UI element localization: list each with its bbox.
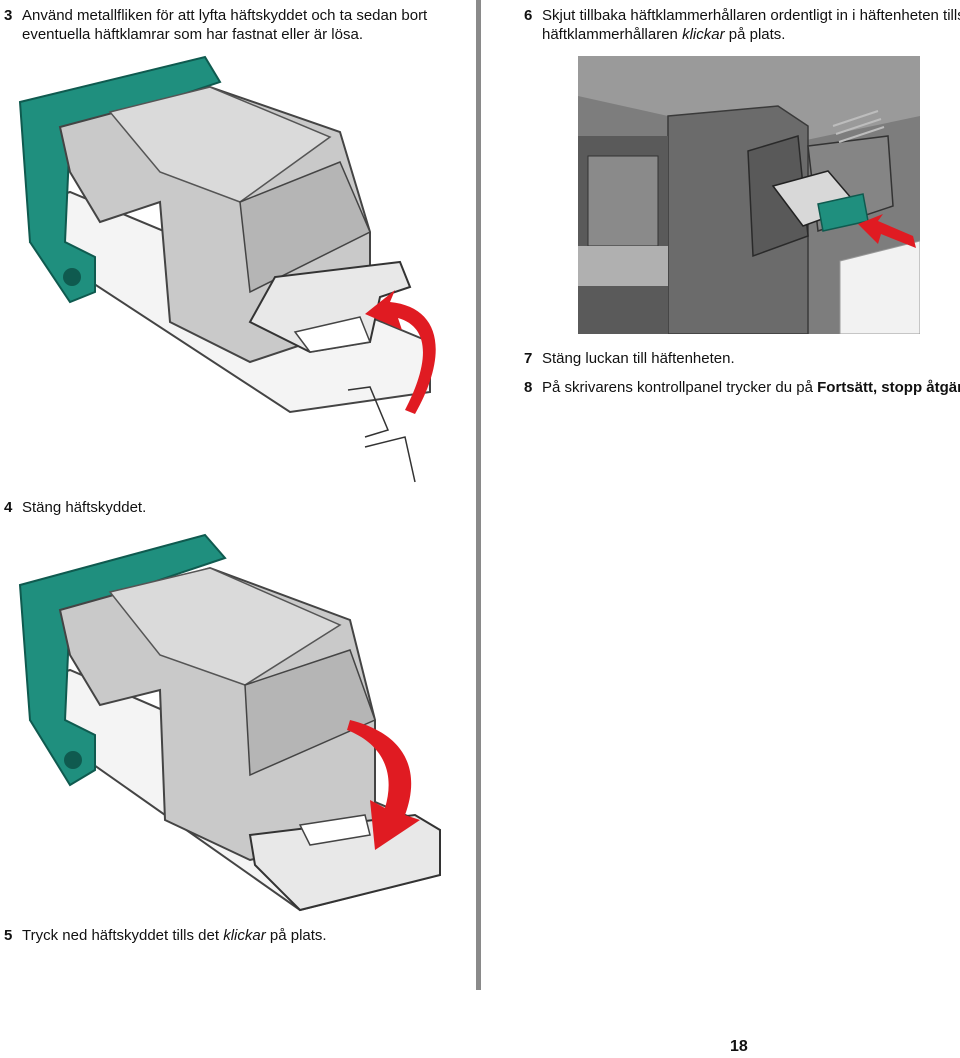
staple-cartridge-closing-illustration xyxy=(18,533,441,912)
step-number: 8 xyxy=(524,379,533,396)
step-text-pre: häftklammerhållaren xyxy=(542,26,683,43)
step-text: På skrivarens kontrollpanel trycker du p… xyxy=(542,378,960,397)
step-text-emphasis: klickar xyxy=(682,26,725,43)
staple-cartridge-open-illustration xyxy=(18,55,436,483)
step-text: Stäng luckan till häftenheten. xyxy=(542,350,735,367)
step-text-post: på plats. xyxy=(265,927,327,944)
column-divider xyxy=(476,0,481,990)
step-number: 6 xyxy=(524,7,533,24)
step-text-line2: eventuella häftklamrar som har fastnat e… xyxy=(22,26,363,43)
step-text-bold: Fortsätt, stopp åtgärdat xyxy=(817,379,960,396)
step-number: 4 xyxy=(4,499,13,516)
step-number: 5 xyxy=(4,927,13,944)
step-text: Tryck ned häftskyddet tills det klickar … xyxy=(22,926,327,945)
step-text-post: på plats. xyxy=(724,26,786,43)
step-text-emphasis: klickar xyxy=(223,927,266,944)
step-text-line1: Använd metallfliken för att lyfta häftsk… xyxy=(22,7,428,24)
page-number: 18 xyxy=(730,1038,748,1055)
finisher-insert-cartridge-illustration xyxy=(578,56,920,334)
step-text-pre: På skrivarens kontrollpanel trycker du p… xyxy=(542,379,818,396)
step-text-line2: häftklammerhållaren klickar på plats. xyxy=(542,25,785,44)
step-text-line1: Skjut tillbaka häftklammerhållaren orden… xyxy=(542,7,960,24)
step-number: 7 xyxy=(524,350,533,367)
step-text-pre: Tryck ned häftskyddet tills det xyxy=(22,927,224,944)
step-number: 3 xyxy=(4,7,13,24)
step-text: Stäng häftskyddet. xyxy=(22,499,147,516)
